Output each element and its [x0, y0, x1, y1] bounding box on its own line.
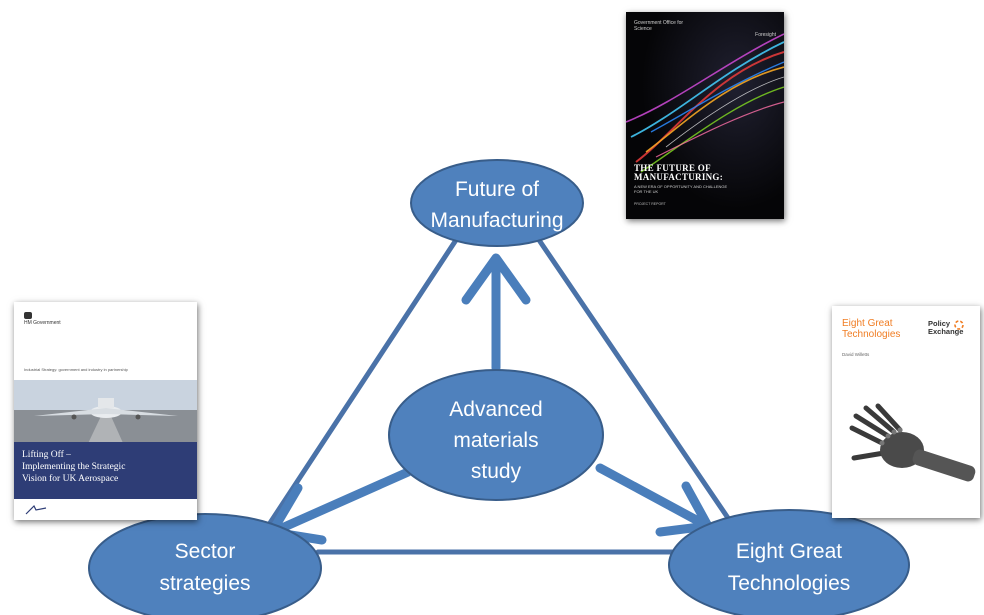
cover-header-right: Foresight: [755, 32, 776, 38]
node-sector-strategies-line-2: strategies: [159, 572, 250, 595]
arrow-right: [595, 463, 713, 537]
crest-icon: [24, 312, 32, 319]
cover-author: David Willetts: [842, 352, 870, 357]
cover-subtitle: A NEW ERA OF OPPORTUNITY AND CHALLENGE F…: [634, 184, 728, 194]
node-eight-great-technologies-line-1: Eight Great: [736, 540, 842, 563]
node-future-of-manufacturing: Future of Manufacturing: [410, 159, 584, 247]
cover-eight-great-technologies: Eight Great Technologies Policy Exchange…: [832, 306, 980, 518]
cover-title: Eight Great Technologies: [842, 318, 912, 340]
cover-title-line-1: Eight Great: [842, 318, 893, 329]
node-future-of-manufacturing-line-2: Manufacturing: [430, 209, 563, 232]
aerospace-logo-icon: [25, 504, 47, 515]
cover-title: THE FUTURE OF MANUFACTURING:: [634, 164, 723, 182]
cover-title-band: [14, 442, 197, 499]
cover-header-left: Government Office for Science: [634, 20, 684, 32]
node-eight-great-technologies: Eight Great Technologies: [668, 509, 910, 615]
arrow-up: [461, 253, 531, 373]
cover-tagline: Industrial Strategy: government and indu…: [24, 367, 128, 372]
arrow-left: [267, 467, 413, 545]
cover-title-line-2: Technologies: [842, 329, 901, 340]
cover-title-line-1: THE FUTURE OF: [634, 163, 711, 173]
cover-title-line-2: MANUFACTURING:: [634, 172, 724, 182]
cover-title-line-2: Implementing the Strategic: [22, 462, 126, 472]
cover-report-label: PROJECT REPORT: [634, 202, 666, 206]
cover-lifting-off: HM Government Industrial Strategy: gover…: [14, 302, 197, 520]
light-streaks-image: [626, 12, 784, 219]
cover-publisher-line-1: Policy: [928, 319, 951, 328]
cover-publisher-line-2: Exchange: [928, 327, 964, 336]
node-advanced-materials-study: Advanced materials study: [388, 369, 604, 501]
robotic-hand-image: [849, 403, 976, 482]
cover-publisher: HM Government: [24, 320, 61, 326]
node-sector-strategies: Sector strategies: [88, 513, 322, 615]
cover-publisher: Policy Exchange: [928, 320, 963, 336]
node-advanced-materials-line-2: materials: [453, 429, 538, 452]
cover-title: Lifting Off – Implementing the Strategic…: [22, 449, 192, 485]
node-future-of-manufacturing-line-1: Future of: [455, 178, 539, 201]
node-sector-strategies-line-1: Sector: [175, 540, 236, 563]
connector-line-left: [267, 237, 459, 526]
node-advanced-materials-line-1: Advanced: [449, 398, 542, 421]
cover-title-line-3: Vision for UK Aerospace: [22, 474, 119, 484]
cover-title-line-1: Lifting Off –: [22, 450, 71, 460]
policy-exchange-logo-icon: [954, 320, 964, 330]
node-advanced-materials-line-3: study: [471, 460, 522, 483]
cover-future-of-manufacturing: Government Office for Science Foresight …: [626, 12, 784, 219]
connector-line-right: [536, 237, 731, 521]
node-eight-great-technologies-line-2: Technologies: [728, 572, 851, 595]
